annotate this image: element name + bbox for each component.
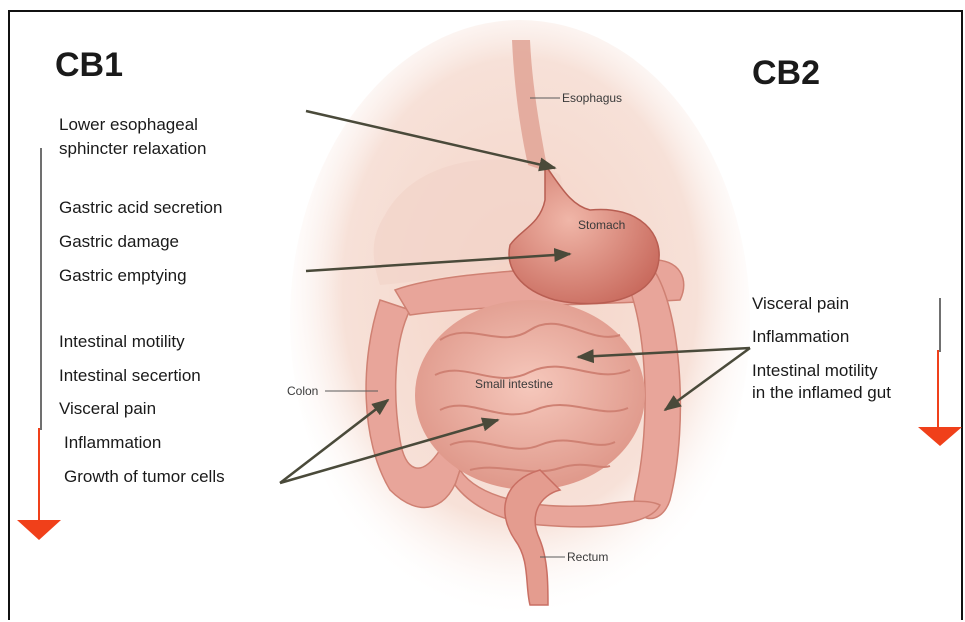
label-colon: Colon [287, 384, 318, 398]
cb1-effect-visceral-pain: Visceral pain [59, 398, 156, 419]
cb2-effect-inflammation: Inflammation [752, 326, 849, 347]
cb1-effect-inflammation: Inflammation [64, 432, 161, 453]
cb2-heading: CB2 [752, 54, 820, 93]
cb2-decrease-arrow [918, 298, 962, 446]
cb2-effect-inflamed-gut: in the inflamed gut [752, 382, 891, 403]
cb1-effect-gastric-acid: Gastric acid secretion [59, 197, 222, 218]
label-stomach: Stomach [578, 218, 625, 232]
label-small-intestine: Small intestine [475, 377, 553, 391]
cb1-heading: CB1 [55, 46, 123, 85]
cb2-effect-visceral-pain: Visceral pain [752, 293, 849, 314]
cb1-effect-gastric-emptying: Gastric emptying [59, 265, 187, 286]
cb1-effect-les-line2: sphincter relaxation [59, 138, 206, 159]
cb2-effect-intestinal-motility: Intestinal motility [752, 360, 878, 381]
cb1-effect-intestinal-secretion: Intestinal secertion [59, 365, 201, 386]
label-rectum: Rectum [567, 550, 608, 564]
cb1-effect-les-line1: Lower esophageal [59, 114, 198, 135]
label-esophagus: Esophagus [562, 91, 622, 105]
cb1-effect-tumor-growth: Growth of tumor cells [64, 466, 225, 487]
cb1-effect-gastric-damage: Gastric damage [59, 231, 179, 252]
small-intestine-shape [415, 300, 645, 490]
cb1-decrease-arrow [17, 148, 61, 540]
cb1-effect-intestinal-motility: Intestinal motility [59, 331, 185, 352]
